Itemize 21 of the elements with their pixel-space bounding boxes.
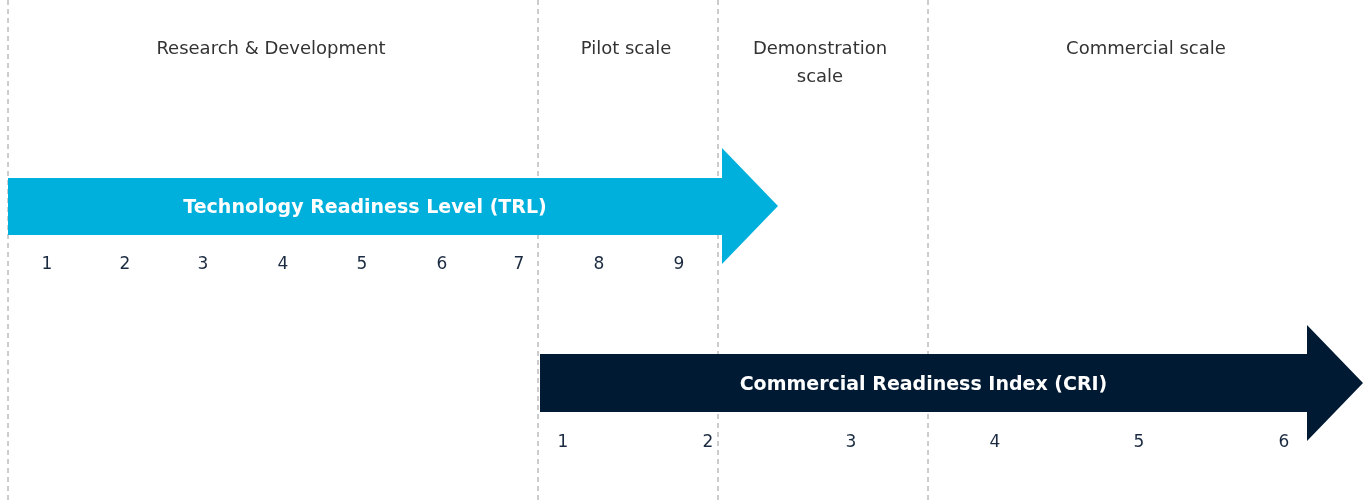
level-number: 2 [702,431,714,451]
arrow-label: Commercial Readiness Index (CRI) [738,372,1109,394]
column-heading: Demonstration scale [751,36,889,88]
column-heading: Pilot scale [579,36,673,60]
level-number: 1 [557,431,569,451]
level-number: 6 [436,253,448,273]
level-number: 9 [673,253,685,273]
level-number: 4 [277,253,289,273]
level-number: 4 [989,431,1001,451]
level-number: 8 [593,253,605,273]
level-number: 1 [41,253,53,273]
level-number: 7 [513,253,525,273]
arrow-label: Technology Readiness Level (TRL) [182,195,548,217]
level-number: 5 [356,253,368,273]
column-heading: Commercial scale [1065,36,1227,60]
level-number: 6 [1278,431,1290,451]
level-number: 5 [1133,431,1145,451]
level-number: 3 [197,253,209,273]
level-number: 3 [845,431,857,451]
level-number: 2 [119,253,131,273]
column-heading: Research & Development [155,36,387,60]
